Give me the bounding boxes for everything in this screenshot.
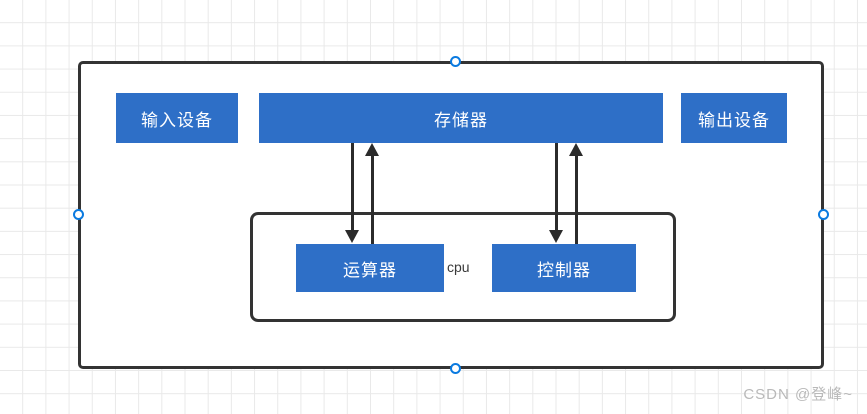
connector-ctrl-to-storage-line[interactable] [575, 155, 578, 244]
selection-handle-left[interactable] [73, 209, 84, 220]
connector-alu-to-storage-line[interactable] [371, 155, 374, 244]
connector-ctrl-to-storage-arrowhead [569, 143, 583, 156]
selection-handle-top[interactable] [450, 56, 461, 67]
block-output-device[interactable]: 输出设备 [681, 93, 787, 143]
cpu-group-container[interactable] [250, 212, 676, 322]
block-storage-label: 存储器 [434, 110, 488, 130]
cpu-group-label: cpu [447, 259, 470, 275]
block-controller-label: 控制器 [537, 260, 591, 280]
connector-storage-to-ctrl-arrowhead [549, 230, 563, 243]
connector-alu-to-storage-arrowhead [365, 143, 379, 156]
block-arithmetic-unit-label: 运算器 [343, 260, 397, 280]
block-output-device-label: 输出设备 [698, 110, 770, 130]
watermark-text: CSDN @登峰~ [743, 386, 853, 403]
block-storage[interactable]: 存储器 [259, 93, 663, 143]
selection-handle-bottom[interactable] [450, 363, 461, 374]
block-input-device-label: 输入设备 [141, 110, 213, 130]
connector-storage-to-ctrl-line[interactable] [555, 143, 558, 231]
block-input-device[interactable]: 输入设备 [116, 93, 238, 143]
connector-storage-to-alu-arrowhead [345, 230, 359, 243]
selection-handle-right[interactable] [818, 209, 829, 220]
block-controller[interactable]: 控制器 [492, 244, 636, 292]
connector-storage-to-alu-line[interactable] [351, 143, 354, 231]
block-arithmetic-unit[interactable]: 运算器 [296, 244, 444, 292]
